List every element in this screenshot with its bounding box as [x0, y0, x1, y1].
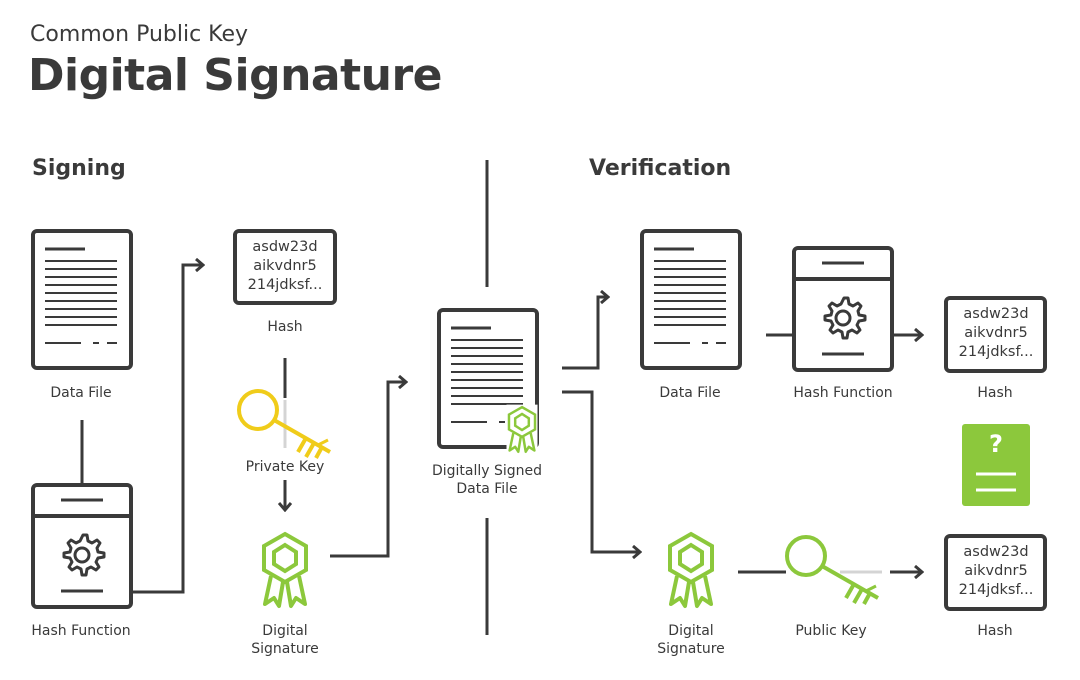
hash-line: 214jdksf... — [958, 582, 1034, 598]
section-verification-heading: Verification — [589, 156, 732, 181]
hash-line: aikvdnr5 — [253, 258, 317, 274]
hash-line: asdw23d — [963, 544, 1029, 560]
signed-file-label-line: Digitally Signed — [431, 463, 543, 479]
hash-line: aikvdnr5 — [964, 325, 1028, 341]
verif-hash-top-label: Hash — [977, 385, 1013, 401]
verif-data-file-icon — [640, 229, 742, 370]
signed-file-badge-icon — [506, 404, 538, 455]
hash-line: aikvdnr5 — [964, 563, 1028, 579]
verif-signature-icon — [668, 532, 714, 608]
page-title: Digital Signature — [28, 50, 443, 101]
arrow-to-verif-signature — [562, 390, 640, 552]
signature-label-line: Digital — [262, 623, 308, 639]
page-subtitle: Common Public Key — [30, 22, 249, 47]
verif-hash-top-text: asdw23d aikvdnr5 214jdksf... — [946, 305, 1046, 362]
question-icon — [962, 424, 1030, 506]
signature-label-line: Signature — [251, 641, 319, 657]
signing-signature-label: Digital Signature — [195, 622, 375, 658]
verif-signature-label: Digital Signature — [601, 622, 781, 658]
signing-hash-box — [233, 229, 337, 305]
hash-line: 214jdksf... — [247, 277, 323, 293]
signing-hash-function-label: Hash Function — [31, 623, 131, 639]
hash-line: asdw23d — [963, 306, 1029, 322]
private-key-label: Private Key — [245, 459, 325, 475]
arrow-hashfn-to-hash — [133, 265, 203, 594]
signed-file-label-line: Data File — [456, 481, 518, 497]
arrow-to-verif-data-file — [562, 297, 608, 370]
signing-hash-text: asdw23d aikvdnr5 214jdksf... — [235, 238, 335, 295]
signing-data-file-icon — [31, 229, 133, 370]
hash-line: 214jdksf... — [958, 344, 1034, 360]
verif-data-file-label: Data File — [659, 385, 721, 401]
verif-hash-function-label: Hash Function — [793, 385, 893, 401]
signature-label-line: Signature — [657, 641, 725, 657]
verif-hash-top-box — [944, 296, 1047, 373]
signing-hash-function-icon — [31, 483, 133, 609]
verif-hash-bottom-text: asdw23d aikvdnr5 214jdksf... — [946, 543, 1046, 600]
arrow-signature-to-signed-file — [330, 382, 406, 558]
signed-file-label: Digitally Signed Data File — [397, 462, 577, 498]
verif-hash-bottom-label: Hash — [977, 623, 1013, 639]
public-key-label: Public Key — [795, 623, 867, 639]
verif-hash-function-icon — [792, 246, 894, 372]
verif-hash-bottom-box — [944, 534, 1047, 611]
hash-line: asdw23d — [252, 239, 318, 255]
signing-hash-label: Hash — [267, 319, 303, 335]
compare-question-mark: ? — [989, 430, 1003, 458]
section-signing-heading: Signing — [32, 156, 126, 181]
signing-data-file-label: Data File — [50, 385, 112, 401]
signing-signature-icon — [262, 532, 308, 608]
signature-label-line: Digital — [668, 623, 714, 639]
